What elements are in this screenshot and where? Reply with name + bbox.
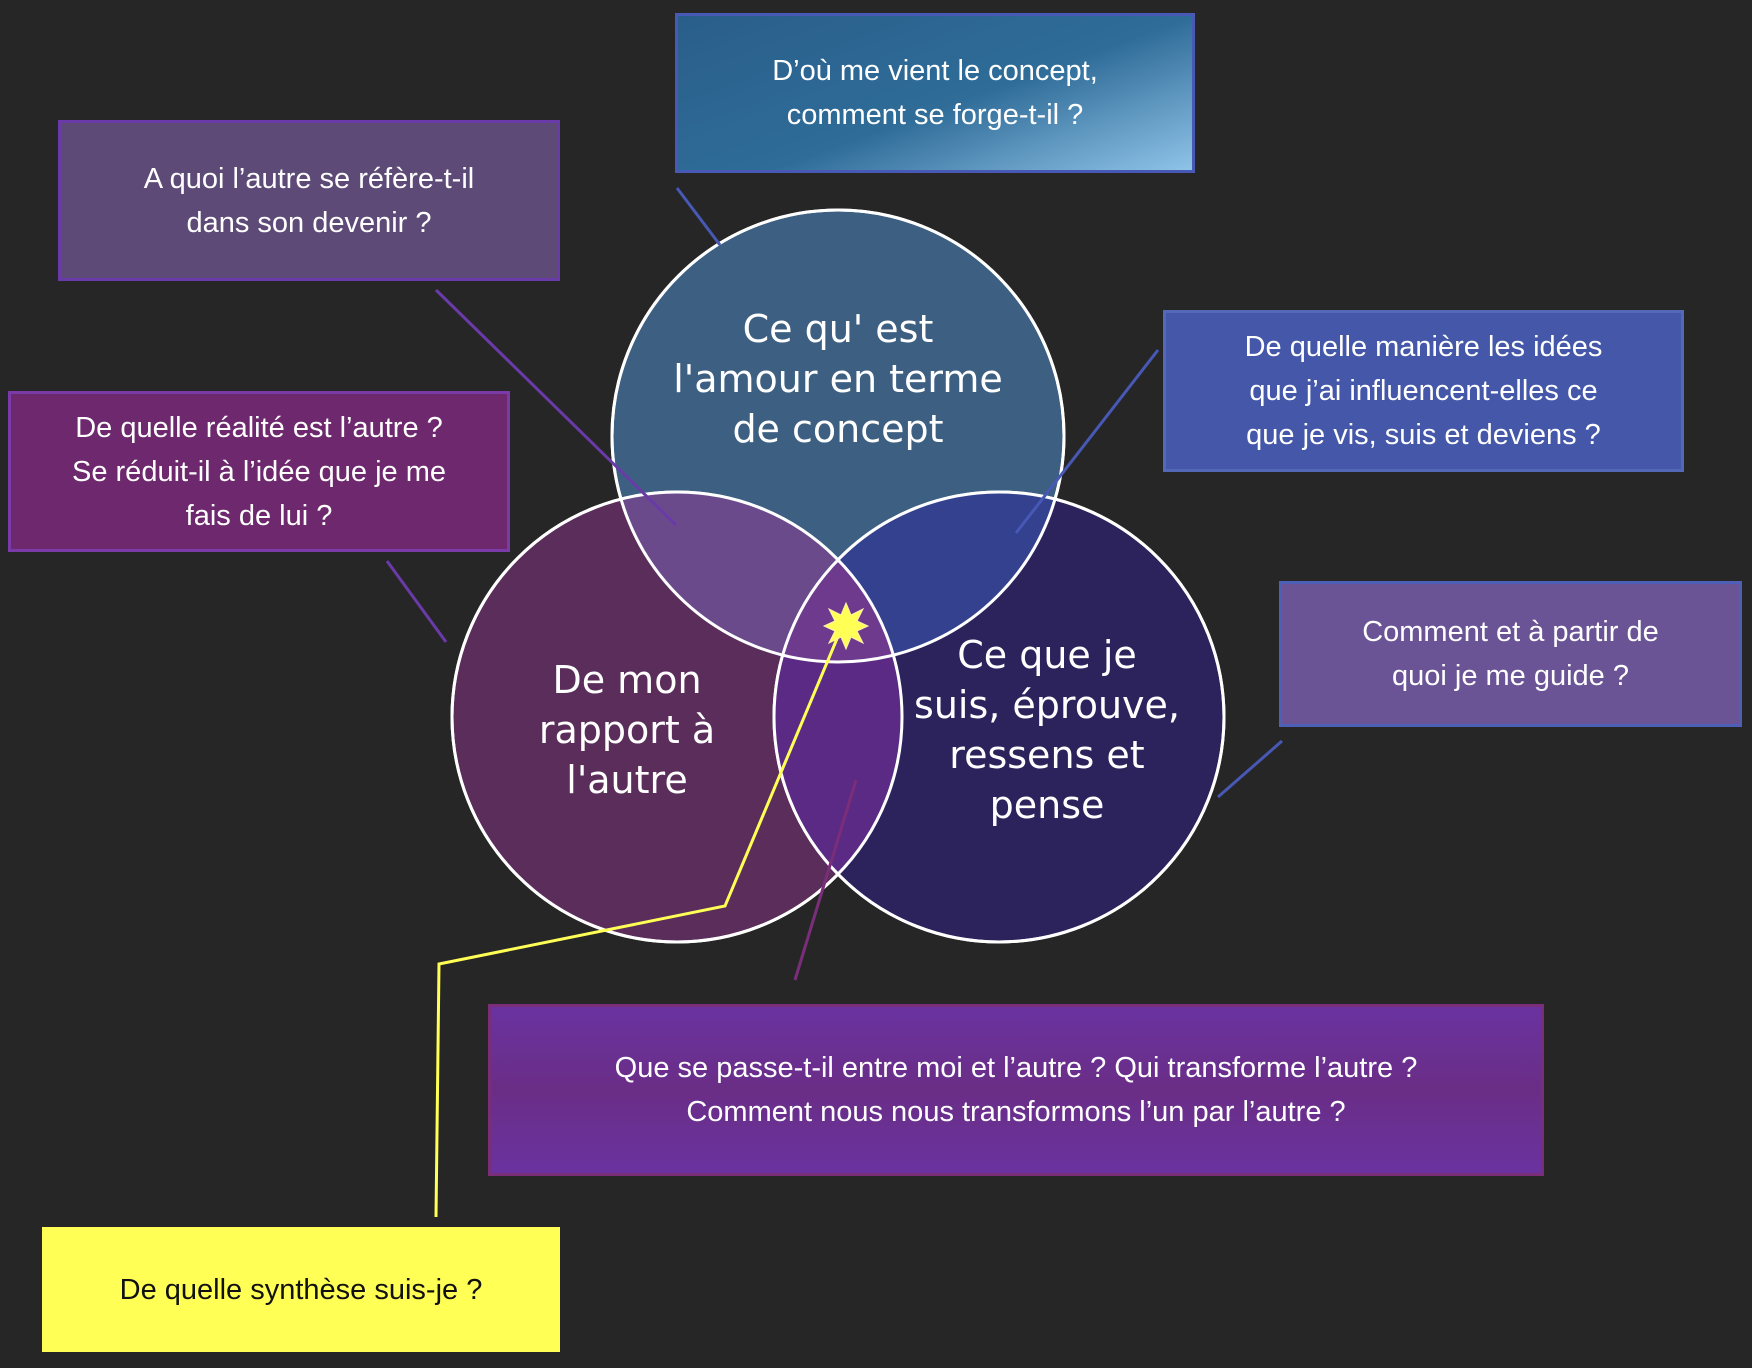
outline-other — [450, 490, 904, 944]
question-box-synthesis: De quelle synthèse suis-je ? — [42, 1227, 560, 1352]
circle-self-label: Ce que je suis, éprouve, ressens et pens… — [914, 633, 1180, 827]
connector-between — [793, 779, 858, 981]
connector-reference — [434, 288, 678, 527]
question-box-reality: De quelle réalité est l’autre ? Se rédui… — [8, 391, 510, 552]
question-box-ideas: De quelle manière les idées que j’ai inf… — [1163, 310, 1684, 472]
connector-ideas — [1014, 349, 1160, 534]
connector-reality — [385, 560, 448, 643]
outline-self — [772, 490, 1226, 944]
connector-guide — [1217, 739, 1283, 799]
overlap-concept-self — [774, 492, 1064, 662]
circle-concept-label: Ce qu' est l'amour en terme de concept — [673, 307, 1003, 451]
star-burst-icon — [822, 601, 870, 651]
question-box-reference: A quoi l’autre se réfère-t-il dans son d… — [58, 120, 560, 281]
question-box-origin: D’où me vient le concept, comment se for… — [675, 13, 1195, 173]
connector-synthesis — [434, 621, 846, 1218]
question-box-guide: Comment et à partir de quoi je me guide … — [1279, 581, 1742, 727]
overlap-concept-other — [612, 492, 902, 662]
question-box-between: Que se passe-t-il entre moi et l’autre ?… — [488, 1004, 1544, 1176]
circle-other-label: De mon rapport à l'autre — [538, 658, 716, 802]
outline-concept — [610, 208, 1066, 664]
connector-origin — [675, 187, 722, 246]
